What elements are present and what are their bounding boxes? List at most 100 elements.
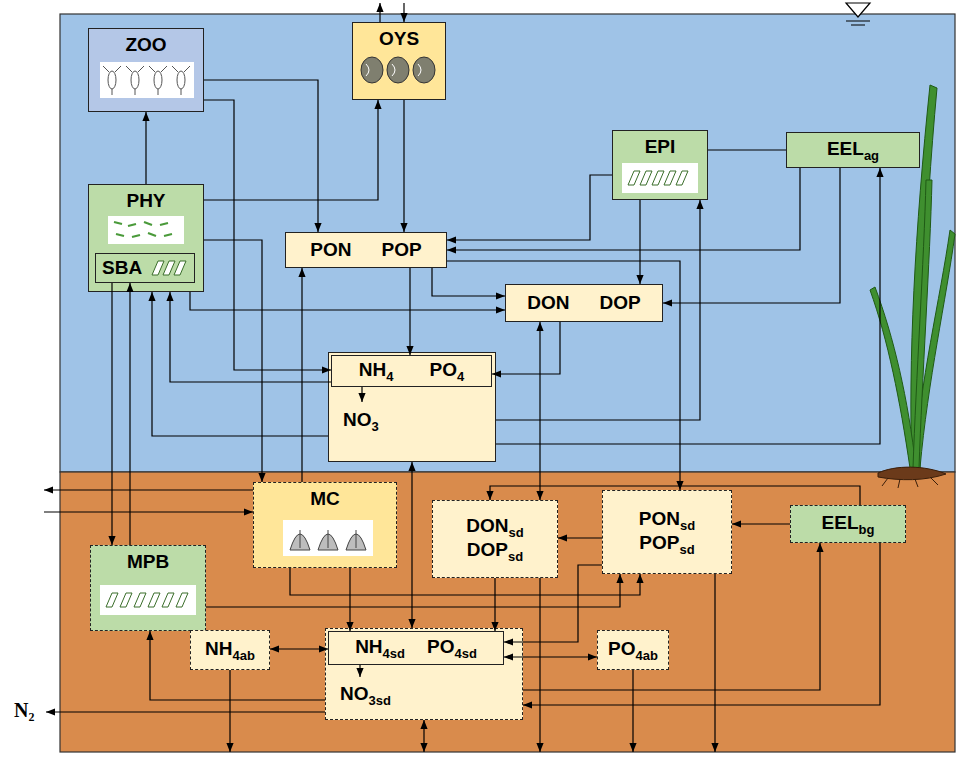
subscript-label: 4sd (454, 646, 476, 661)
label-line: PO4ab (608, 638, 658, 662)
compartment-label: NO (340, 683, 369, 704)
label-group: NH4sdPO4sd (355, 636, 477, 660)
flux-arrow (490, 486, 860, 505)
subscript-label: bg (859, 522, 875, 537)
compartment-label: EEL (827, 138, 864, 159)
label-group: SBA (102, 257, 142, 280)
compartment-box: PO4ab (597, 630, 669, 670)
water-column (60, 14, 955, 472)
flux-arrow (204, 100, 331, 370)
compartment-label: DON (527, 292, 569, 313)
flux-arrow (290, 568, 640, 595)
flux-arrow (523, 543, 820, 690)
label-line: ZOO (125, 34, 166, 57)
label-group: NO3sd (340, 683, 391, 707)
compartment-box: PONsdPOPsd (602, 490, 732, 574)
oyster-icon (361, 57, 435, 83)
compartment-label: NH (205, 638, 232, 659)
label-group: ZOO (125, 34, 166, 57)
exchange-arrows (44, 3, 715, 752)
label-group: OYS (379, 28, 419, 51)
label-line: NH4ab (205, 638, 255, 662)
label-group: EPI (645, 136, 676, 159)
compartment-box: DON DOP (505, 284, 663, 322)
compartment-label: POP (639, 532, 679, 553)
flux-arrow (301, 268, 302, 482)
eelgrass-roots (878, 467, 946, 488)
compartment-box: PONPOP (285, 232, 447, 268)
compartment-box: NH4sdPO4sd (328, 631, 504, 665)
flux-arrow (129, 283, 130, 545)
compartment-label: OYS (379, 28, 419, 49)
label-group: EELbg (822, 512, 875, 536)
label-line: NO3 (343, 409, 379, 433)
label-group: NH4PO4 (359, 359, 464, 383)
compartment-label: PO (427, 636, 454, 657)
flux-arrow (403, 100, 404, 232)
label-line: MC (310, 488, 340, 511)
label-line: PONPOP (310, 239, 421, 262)
flux-arrow (447, 168, 800, 250)
compartment-label: PO (608, 638, 635, 659)
benthic-algae-icon (152, 261, 186, 275)
flux-arrow (411, 462, 412, 628)
label-group: EELag (827, 138, 879, 162)
flux-arrow (190, 292, 505, 310)
flux-arrow (639, 200, 640, 284)
flux-arrow (145, 112, 146, 184)
compartment-label: MC (310, 488, 340, 509)
compartment-label: POP (382, 239, 422, 260)
compartment-label: ZOO (125, 34, 166, 55)
flux-arrow (492, 322, 560, 374)
compartment-box: NO3 NH4PO4 (328, 352, 496, 462)
label-line: POPsd (639, 532, 695, 556)
subscript-label: 4ab (636, 648, 658, 663)
subscript-label: 3 (372, 419, 379, 434)
label-line: DONsd (466, 515, 523, 539)
label-group: PO4ab (608, 638, 658, 662)
subscript-label: 4sd (383, 646, 405, 661)
gas-label: N₂ (14, 699, 34, 722)
flux-arrow (270, 648, 328, 649)
compartment-label: EEL (822, 512, 859, 533)
compartment-label: PHY (126, 190, 165, 211)
subscript-label: 4ab (233, 648, 255, 663)
flux-arrow (170, 292, 331, 382)
compartment-label: MPB (127, 551, 169, 572)
label-line: DOPsd (466, 539, 523, 563)
flux-arrow (732, 523, 790, 524)
label-line: EELbg (822, 512, 875, 536)
flux-arrow (523, 543, 880, 705)
subscript-label: ag (864, 148, 879, 163)
compartment-box: EELbg (790, 505, 906, 543)
compartment-label: DOP (600, 292, 641, 313)
label-group: DONsdDOPsd (466, 515, 523, 563)
label-group: PHY (126, 190, 165, 213)
flux-arrow (663, 168, 840, 303)
subscript-label: sd (679, 542, 694, 557)
compartment-label: NH (355, 636, 382, 657)
epiphyte-icon (622, 163, 698, 193)
label-group: MC (310, 488, 340, 511)
label-group: PONsdPOPsd (639, 508, 695, 556)
compartment-label: EPI (645, 136, 676, 157)
flux-arrow (504, 565, 602, 642)
flux-arrow (494, 578, 495, 631)
flux-arrow (150, 631, 325, 700)
label-line: OYS (379, 28, 419, 51)
flux-arrow (206, 574, 620, 607)
compartment-box: NH4ab (190, 630, 270, 670)
compartment-box: NO3sdNH4sdPO4sd (325, 628, 523, 720)
flux-arrow (708, 149, 786, 150)
flux-arrow (204, 100, 378, 200)
label-group: PONPOP (310, 239, 421, 262)
flux-arrow (349, 568, 350, 631)
flux-arrow (432, 268, 505, 296)
zooplankton-icon (100, 62, 194, 98)
compartment-box: EELag (786, 132, 920, 168)
compartment-label: SBA (102, 257, 142, 278)
label-group: DON DOP (527, 292, 640, 315)
label-line: NH4PO4 (359, 359, 464, 383)
compartment-label: PO (430, 359, 457, 380)
